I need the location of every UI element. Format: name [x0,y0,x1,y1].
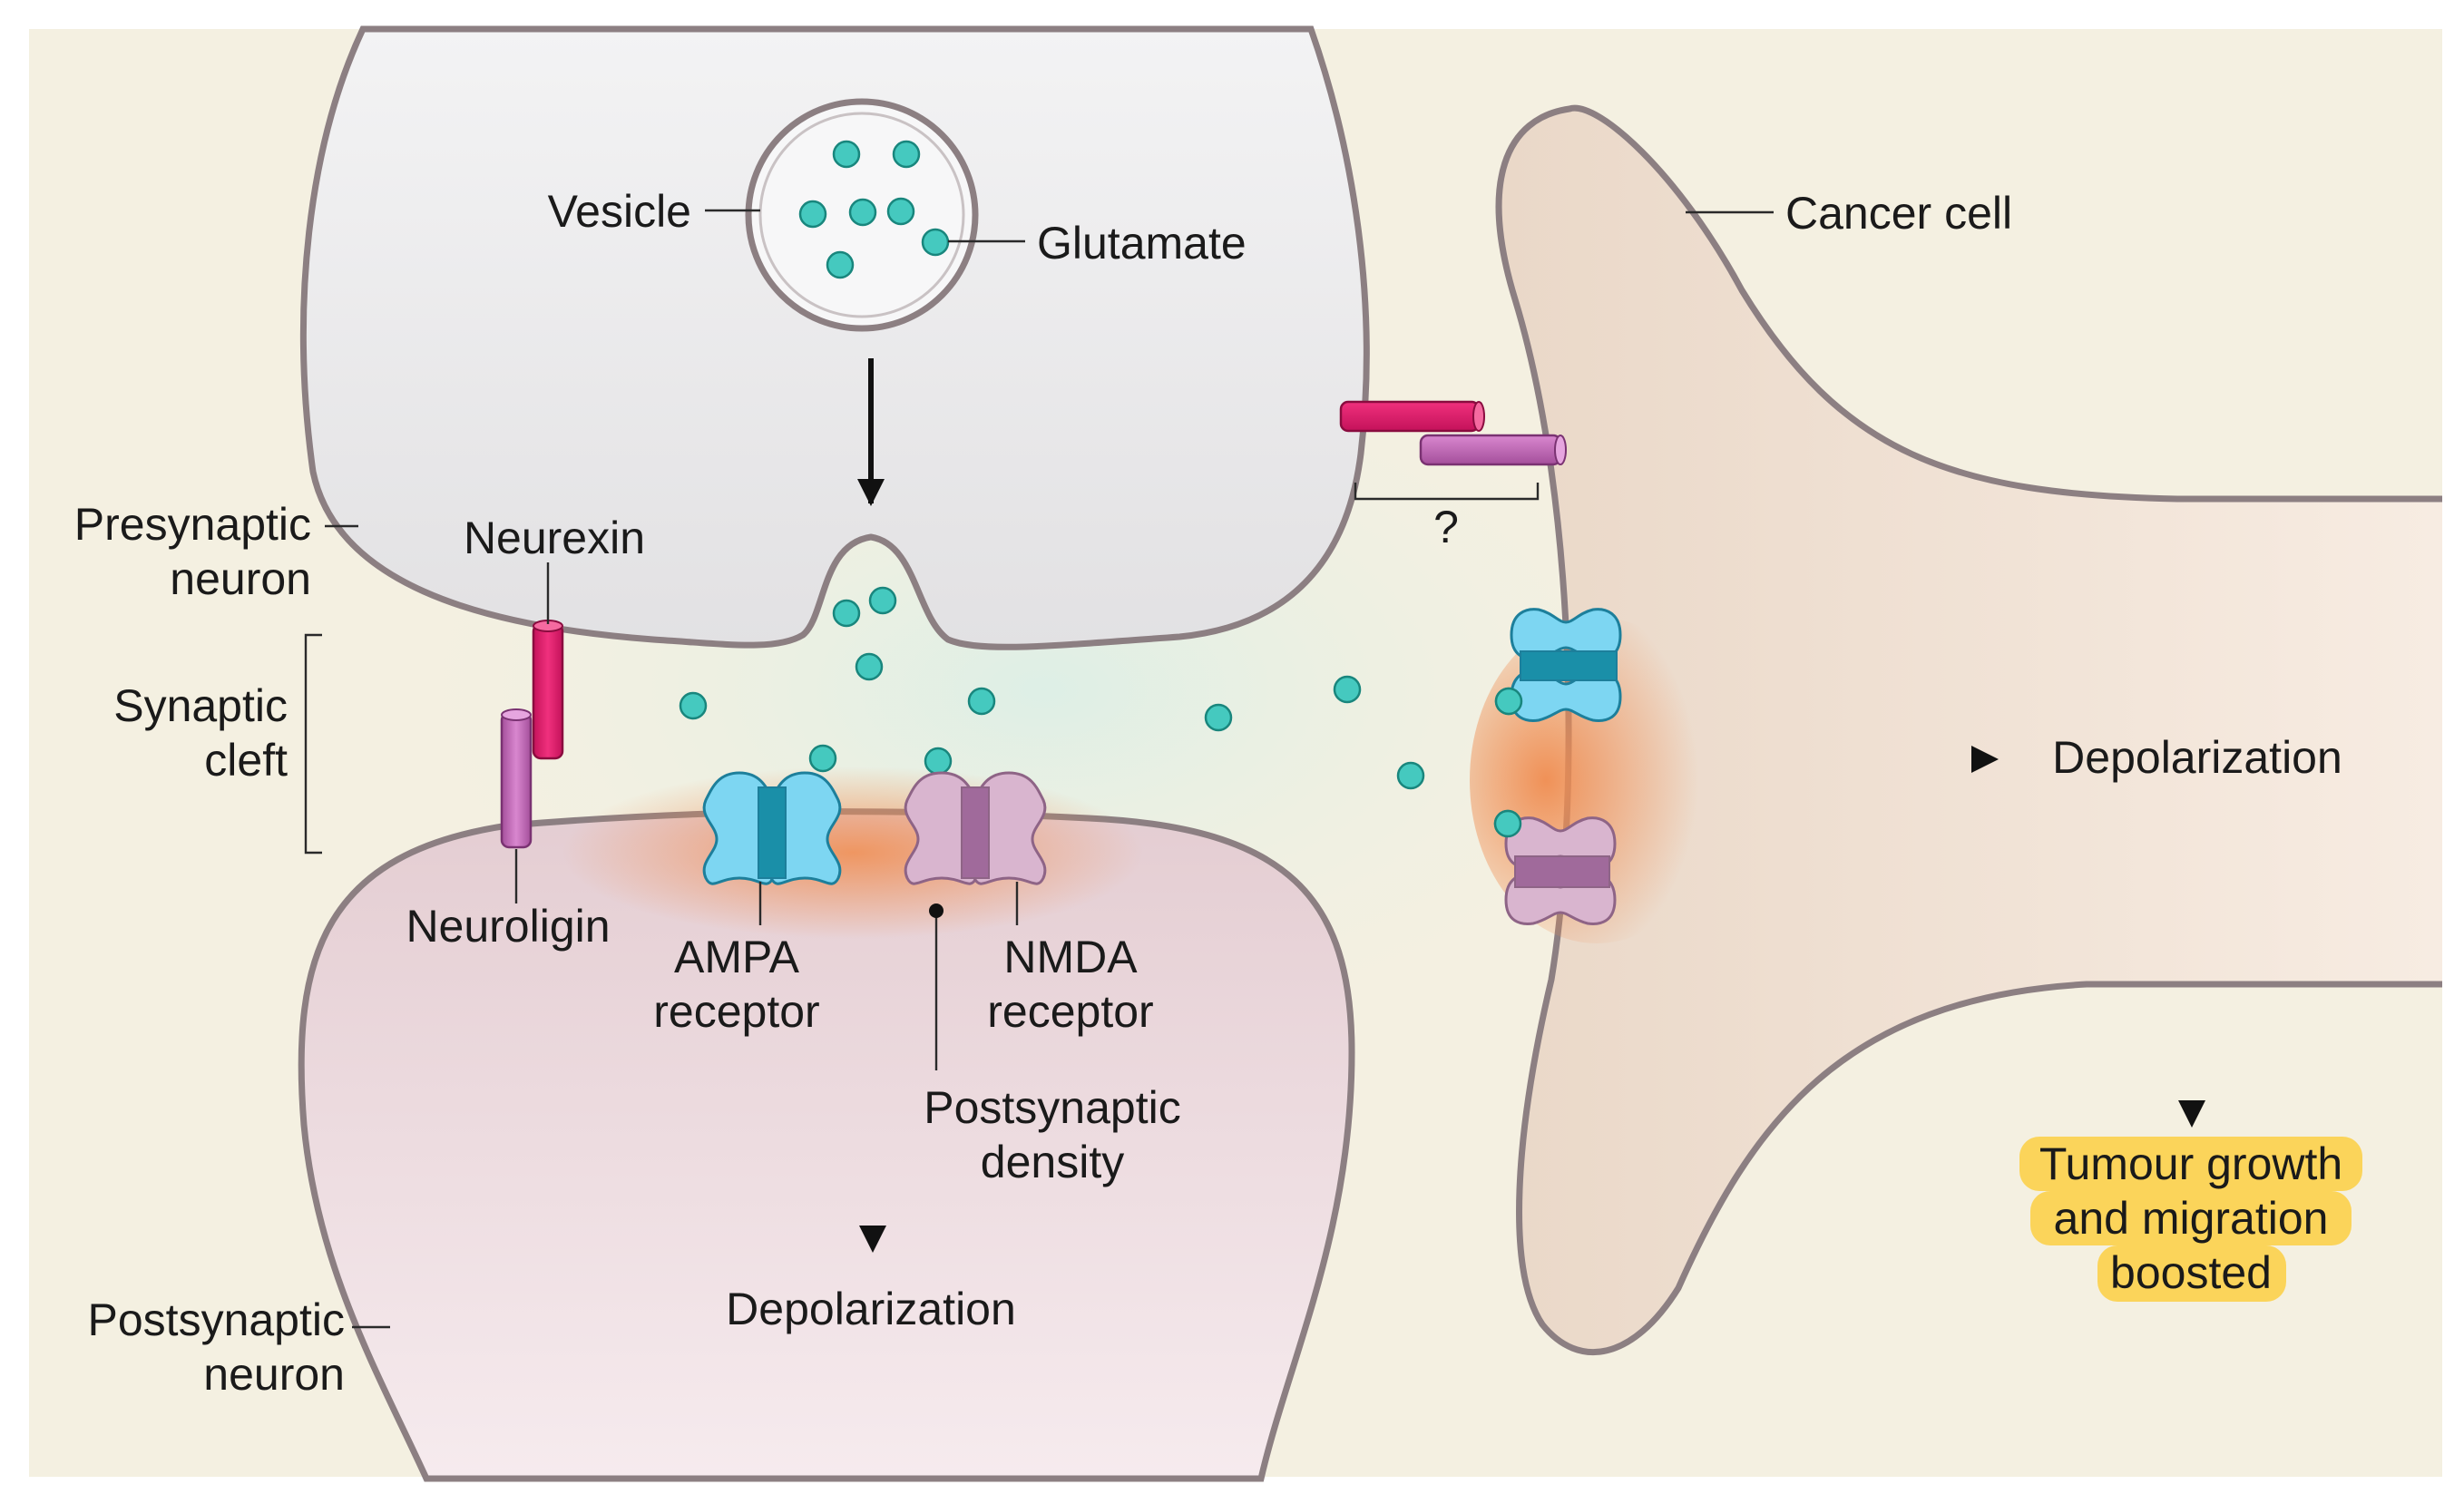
outcome-label-2: and migration [2054,1193,2329,1244]
question-label: ? [1433,502,1459,552]
nmda-receptor [904,771,1047,885]
depolarization-neuron-label: Depolarization [726,1284,1016,1334]
nmda-receptor-cancer [1504,816,1617,925]
ampa-label-2: receptor [653,986,819,1037]
neuroligin-cancer [1419,434,1567,466]
synaptic-cleft-label-2: cleft [204,735,288,786]
presynaptic-label-1: Presynaptic [74,499,311,550]
synaptic-cleft-bracket [304,633,322,855]
outcome-highlight [2019,1137,2362,1302]
presynaptic-label-2: neuron [170,553,311,604]
depolarization-cancer-label: Depolarization [2052,732,2342,783]
presynaptic-neuron [300,25,1370,650]
neuroligin [500,708,533,849]
psd-label-2: density [981,1137,1124,1187]
postsynaptic-density-glow [562,767,1143,939]
ampa-label-1: AMPA [674,932,800,982]
neurexin-label: Neurexin [464,513,645,563]
nmda-label-2: receptor [987,986,1153,1037]
bound-glutamate [1493,687,1523,838]
neurexin-cancer [1339,400,1485,433]
nmda-label-1: NMDA [1003,932,1138,982]
outcome-label-3: boosted [2110,1247,2272,1298]
cancer-cell-label: Cancer cell [1785,188,2012,239]
vesicle-glutamate [798,140,950,279]
glutamate-label: Glutamate [1037,218,1247,269]
neuroligin-label: Neuroligin [406,901,610,952]
synaptic-cleft-label-1: Synaptic [113,680,288,731]
postsynaptic-label-1: Postsynaptic [88,1294,345,1345]
ampa-receptor [702,771,842,885]
neurexin [532,620,564,760]
unknown-bracket [1354,483,1540,501]
postsynaptic-label-2: neuron [203,1349,345,1400]
vesicle-inner [758,112,965,318]
psd-label-1: Postsynaptic [924,1082,1180,1133]
psd-dot [929,903,944,918]
ampa-receptor-cancer [1510,608,1622,722]
vesicle-label: Vesicle [548,186,691,237]
outcome-label-1: Tumour growth [2039,1138,2342,1189]
